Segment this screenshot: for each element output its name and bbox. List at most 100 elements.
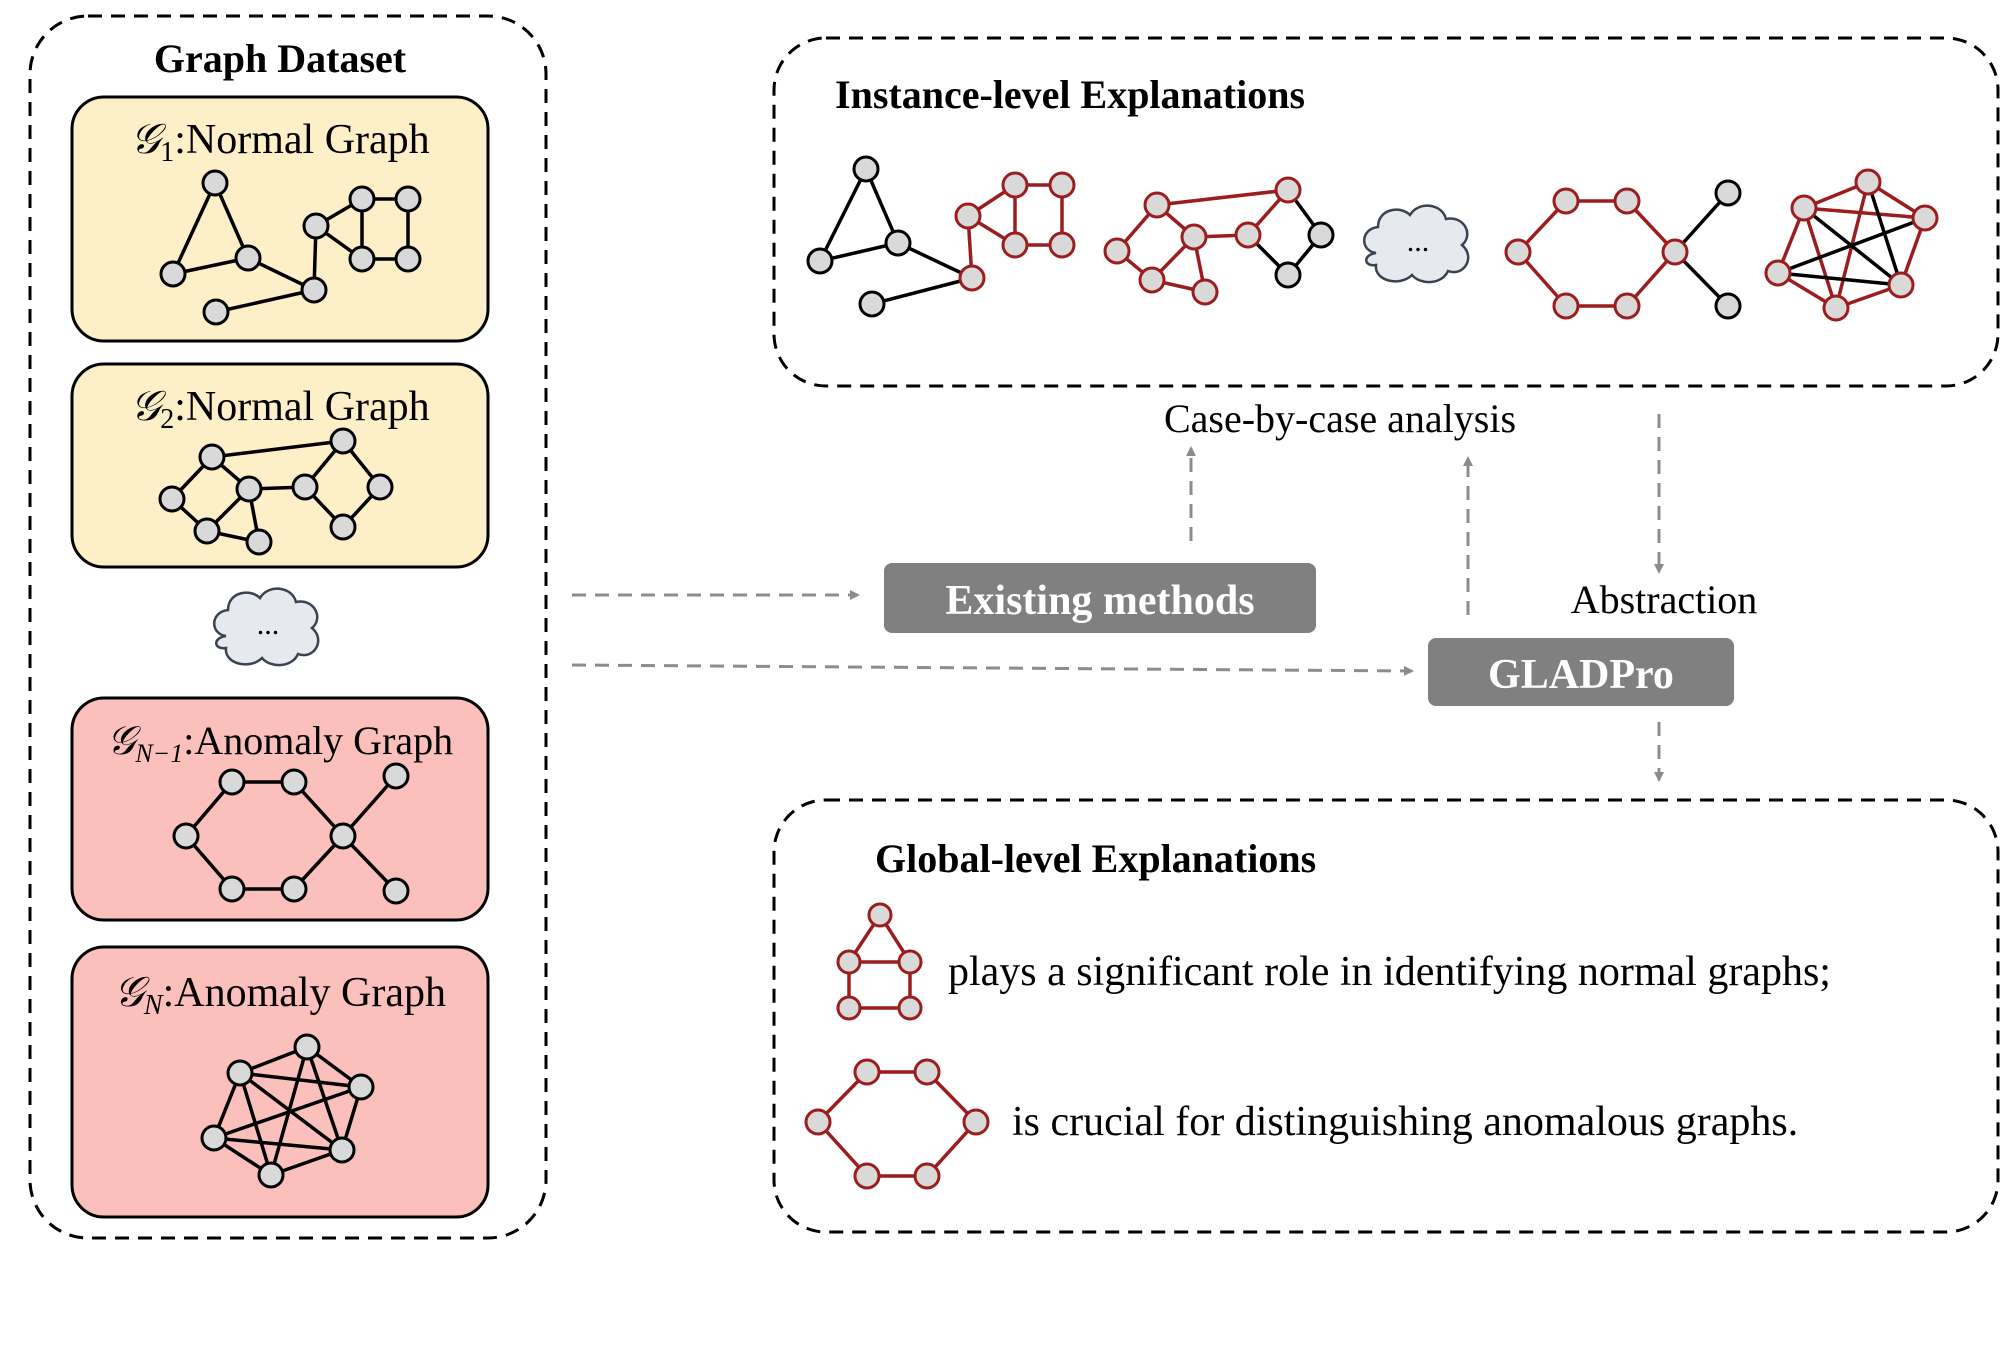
global-explanation-anomaly: is crucial for distinguishing anomalous … xyxy=(1012,1099,1798,1145)
graph-card-gn-label: 𝒢N:Anomaly Graph xyxy=(114,970,446,1021)
instance-graph-4 xyxy=(1764,168,1939,322)
graph-node xyxy=(300,276,328,304)
graph-node xyxy=(836,949,862,975)
graph-card-g2-label: 𝒢2:Normal Graph xyxy=(130,384,429,435)
graph-node xyxy=(218,768,246,796)
graph-node xyxy=(1764,259,1792,287)
graph-node xyxy=(200,1124,228,1152)
graph-node xyxy=(280,875,308,903)
graph-card-g2 xyxy=(70,362,490,569)
graph-node xyxy=(884,229,912,257)
graph-gn xyxy=(200,1033,375,1189)
graph-node xyxy=(1143,191,1171,219)
graph-node xyxy=(1552,187,1580,215)
graph-node xyxy=(962,1108,990,1136)
graph-node xyxy=(1714,292,1742,320)
instance-graph-1 xyxy=(806,155,1076,318)
graph-node xyxy=(1822,294,1850,322)
graph-node xyxy=(291,473,319,501)
graph-node xyxy=(1887,271,1915,299)
global-level-panel xyxy=(772,798,2000,1234)
graph-node xyxy=(1504,238,1532,266)
graph-edge xyxy=(871,276,973,306)
global-level-title: Global-level Explanations xyxy=(875,836,1316,881)
graph-edge xyxy=(213,1136,343,1152)
graph-node xyxy=(1001,171,1029,199)
graph-node xyxy=(1714,179,1742,207)
abstraction-label: Abstraction xyxy=(1571,577,1758,622)
graph-node xyxy=(852,155,880,183)
graph-node xyxy=(202,298,230,326)
graph-node xyxy=(913,1162,941,1190)
graph-node xyxy=(806,247,834,275)
graph-node xyxy=(293,1033,321,1061)
graph-node xyxy=(382,762,410,790)
graph-node xyxy=(1911,204,1939,232)
gladpro-box xyxy=(1428,638,1734,706)
graph-node xyxy=(218,875,246,903)
graph-node xyxy=(913,1058,941,1086)
graph-edge xyxy=(1156,188,1289,207)
arrow-dataset-to-gladpro xyxy=(571,663,1414,676)
graph-node xyxy=(382,877,410,905)
graph-node xyxy=(958,264,986,292)
graph-card-gn xyxy=(70,945,490,1219)
graph-node xyxy=(1048,171,1076,199)
graph-node xyxy=(853,1058,881,1086)
graph-node xyxy=(954,202,982,230)
graph-node xyxy=(897,949,923,975)
graph-card-gn1-label: 𝒢N−1:Anomaly Graph xyxy=(107,718,453,768)
graph-node xyxy=(302,212,330,240)
graph-edge xyxy=(1777,271,1902,287)
graph-dataset-title: Graph Dataset xyxy=(154,36,407,81)
dataset-ellipsis-cloud: ... xyxy=(213,587,320,667)
graph-node xyxy=(1613,292,1641,320)
graph-node xyxy=(1274,176,1302,204)
global-motif-ring xyxy=(804,1058,990,1190)
graph-node xyxy=(1001,231,1029,259)
graph-node xyxy=(394,185,422,213)
existing-methods-label: Existing methods xyxy=(945,578,1254,624)
graph-node xyxy=(1552,292,1580,320)
graph-g1 xyxy=(159,169,422,326)
graph-gn1 xyxy=(172,762,410,905)
graph-node xyxy=(280,768,308,796)
graph-node xyxy=(853,1162,881,1190)
graph-edge xyxy=(171,182,217,275)
global-explanation-normal: plays a significant role in identifying … xyxy=(948,949,1831,995)
instance-ellipsis: ... xyxy=(1407,225,1430,258)
graph-g2 xyxy=(158,427,394,556)
graph-edge xyxy=(239,1071,362,1089)
graph-node xyxy=(804,1108,832,1136)
graph-node xyxy=(329,427,357,455)
graph-node xyxy=(1191,278,1219,306)
graph-edge xyxy=(1802,206,1903,287)
graph-node xyxy=(1790,194,1818,222)
graph-edge xyxy=(213,1085,362,1140)
graph-node xyxy=(234,244,262,272)
graph-node xyxy=(867,902,893,928)
instance-graph-2 xyxy=(1103,176,1335,306)
existing-methods-box xyxy=(884,563,1316,633)
instance-graph-3 xyxy=(1504,179,1742,320)
graph-edge xyxy=(818,168,868,262)
graph-node xyxy=(1307,221,1335,249)
graph-node xyxy=(1613,187,1641,215)
graph-node xyxy=(1103,237,1131,265)
graph-node xyxy=(1274,261,1302,289)
graph-card-gn1 xyxy=(70,696,490,922)
graph-node xyxy=(158,485,186,513)
graph-edge xyxy=(215,288,315,314)
graph-node xyxy=(897,995,923,1021)
graph-node xyxy=(858,290,886,318)
instance-ellipsis-cloud: ... xyxy=(1363,204,1470,284)
graph-node xyxy=(201,169,229,197)
graph-card-g1-label: 𝒢1:Normal Graph xyxy=(130,117,429,168)
graph-node xyxy=(366,473,394,501)
graph-node xyxy=(1180,223,1208,251)
graph-node xyxy=(1138,266,1166,294)
graph-node xyxy=(245,528,273,556)
graph-node xyxy=(226,1059,254,1087)
graph-node xyxy=(348,185,376,213)
global-motif-house xyxy=(836,902,923,1021)
